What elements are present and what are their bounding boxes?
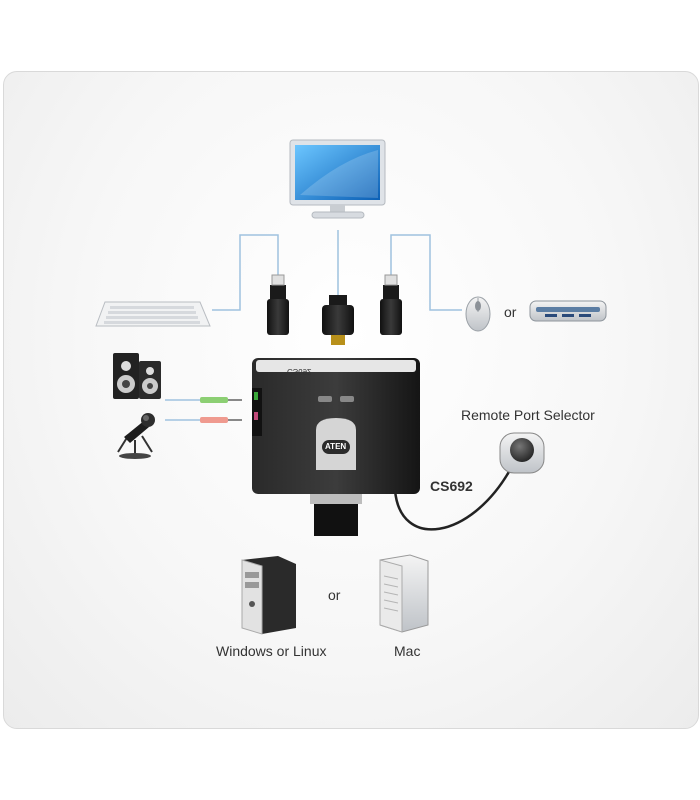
mouse-icon xyxy=(465,296,491,332)
device-model-text: CS692 xyxy=(287,367,312,376)
windows-linux-label: Windows or Linux xyxy=(216,643,327,659)
device-brand-logo: ATEN xyxy=(325,442,347,451)
usb-plug-right-icon xyxy=(380,274,402,335)
model-label: CS692 xyxy=(430,478,473,494)
mac-label: Mac xyxy=(394,643,421,659)
monitor-icon xyxy=(289,139,386,219)
or-label-bottom: or xyxy=(328,587,341,603)
hdmi-plug-icon xyxy=(322,295,354,345)
remote-port-selector-label: Remote Port Selector xyxy=(461,407,595,423)
mac-pro-icon xyxy=(379,554,429,633)
remote-port-selector-icon xyxy=(393,432,545,531)
microphone-icon xyxy=(117,413,155,459)
audio-cables xyxy=(165,397,242,423)
kvm-switch-device xyxy=(252,358,420,536)
keyboard-icon xyxy=(95,301,211,327)
usb-plug-left-icon xyxy=(267,274,289,335)
remote-device-icon xyxy=(529,300,607,322)
or-label-top: or xyxy=(504,304,517,320)
cable-lines xyxy=(212,230,462,311)
pc-tower-icon xyxy=(241,556,296,635)
speakers-icon xyxy=(113,353,161,399)
